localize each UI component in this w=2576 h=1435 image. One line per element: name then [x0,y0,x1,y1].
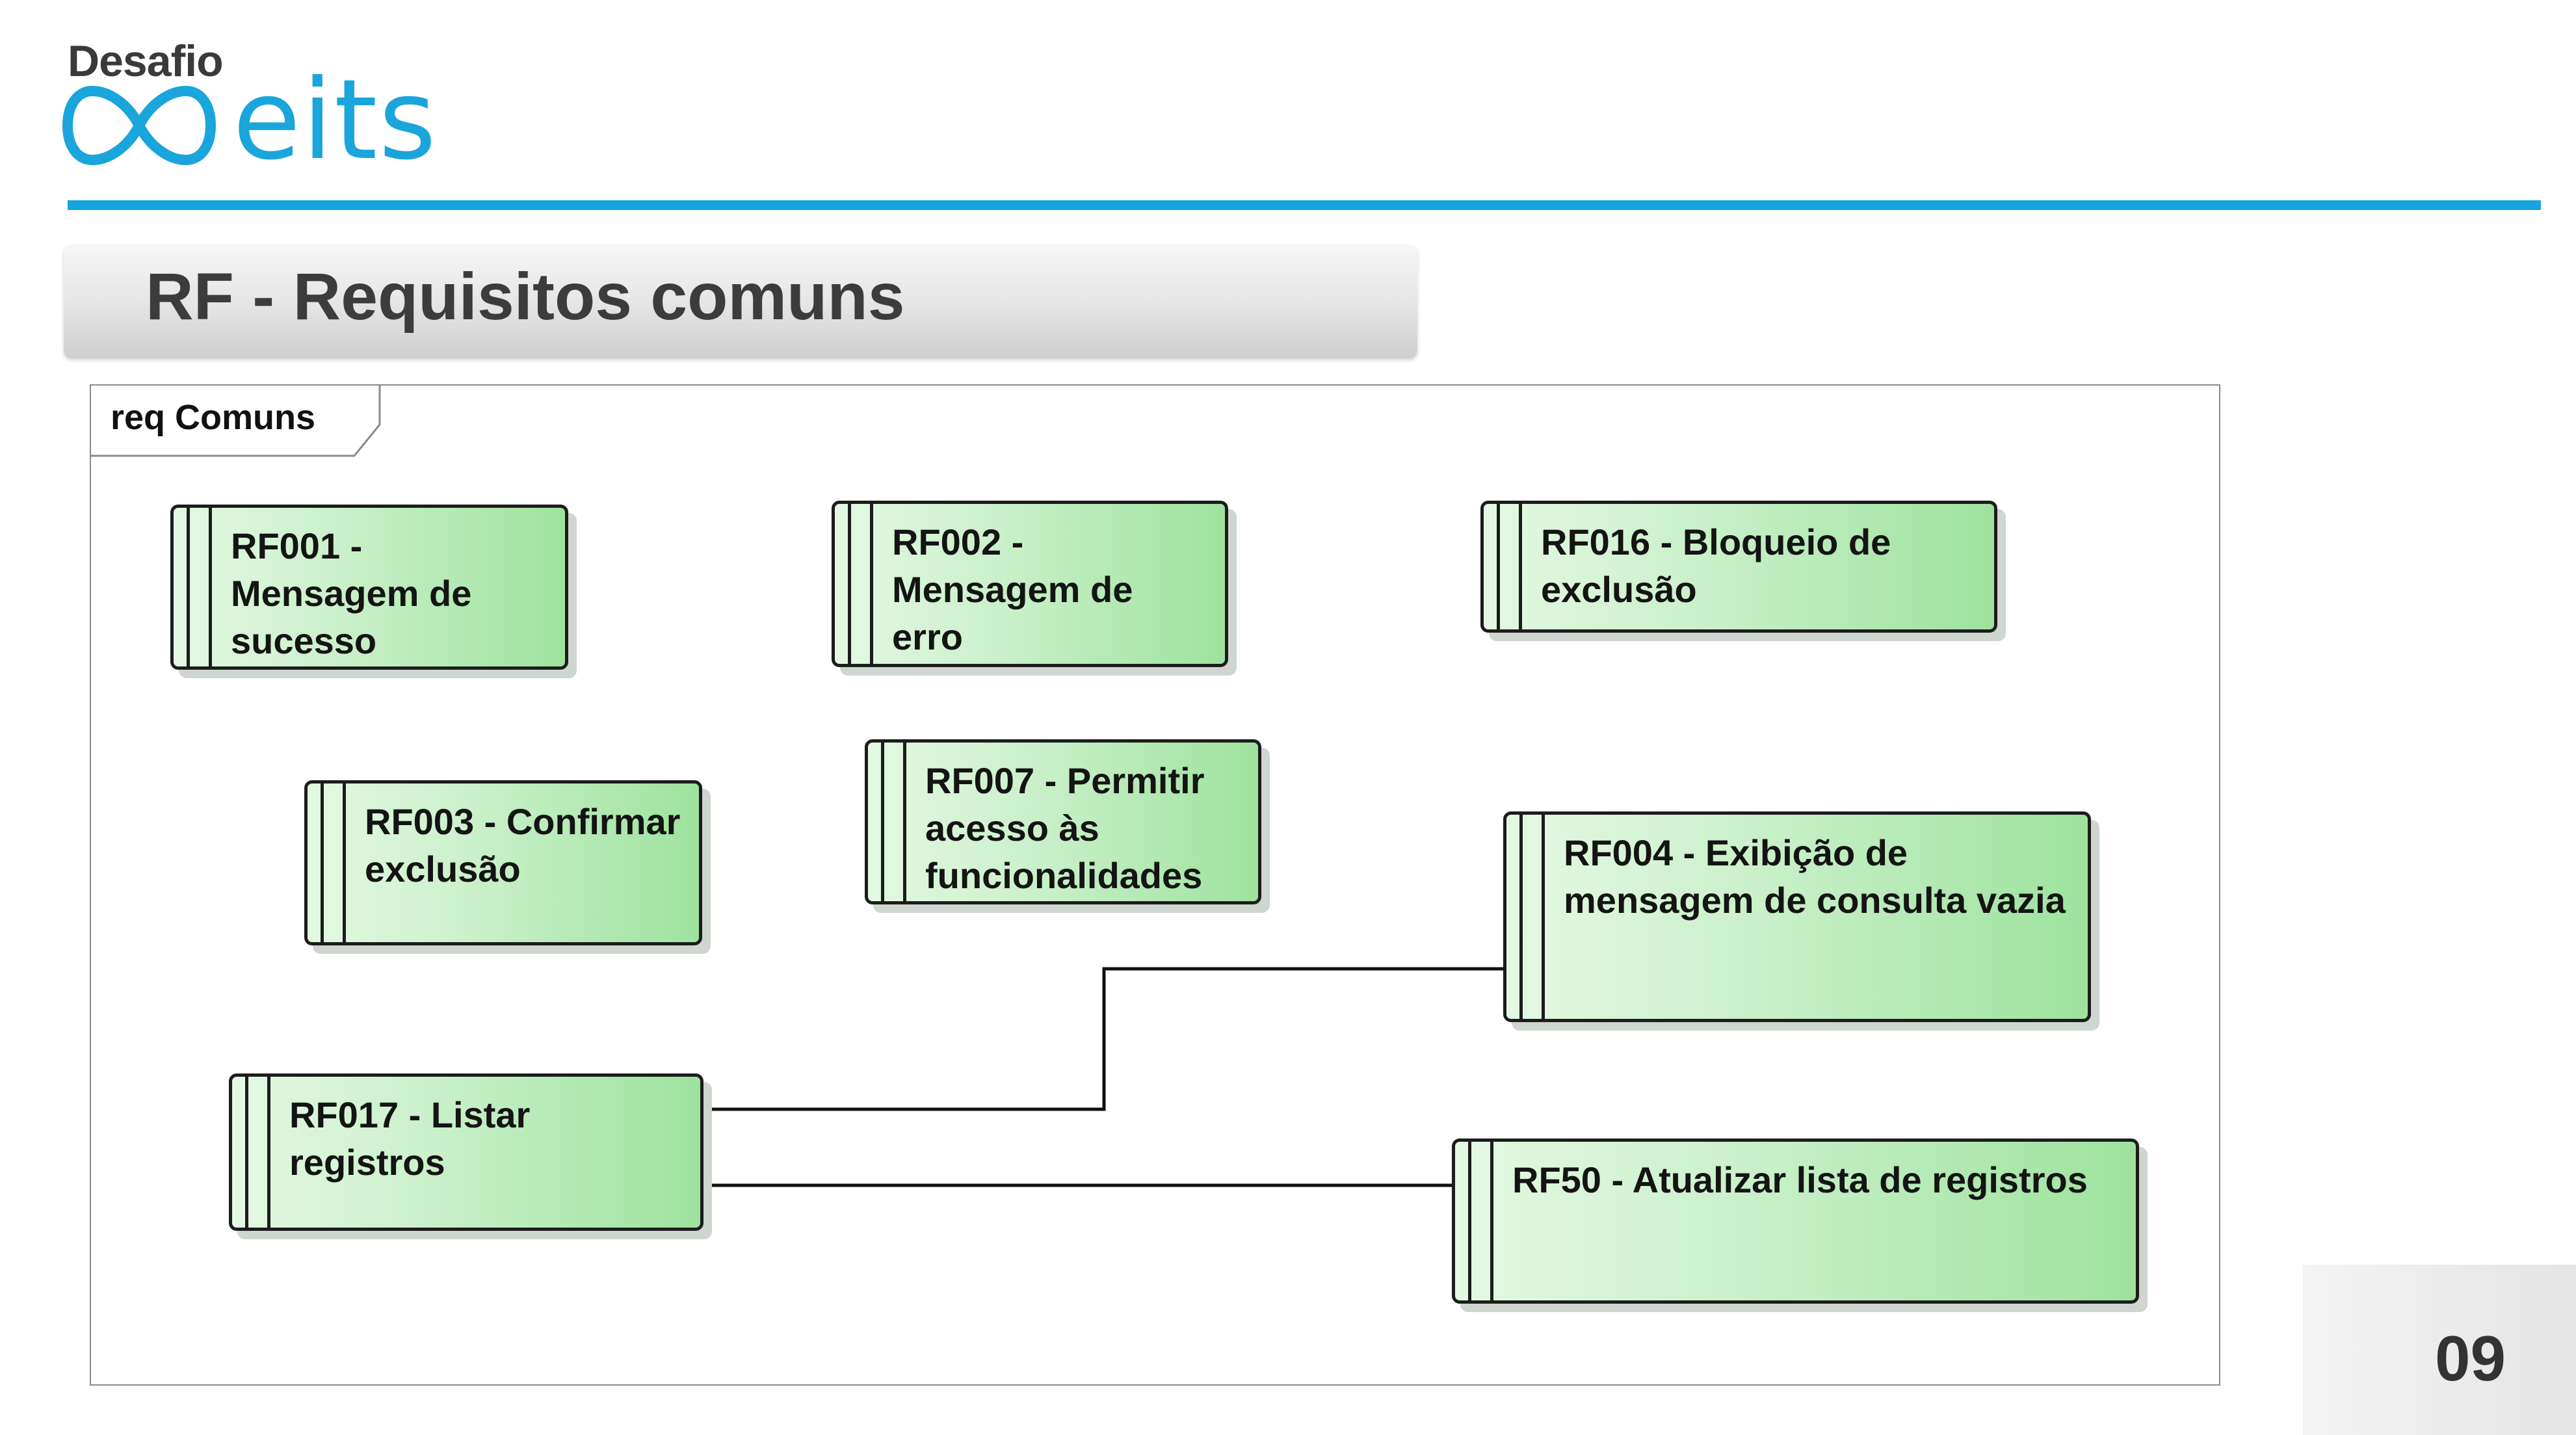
requirement-bar [1497,504,1500,629]
requirement-rf016[interactable]: RF016 - Bloqueio de exclusão [1480,501,1997,633]
requirement-bar [1542,815,1545,1019]
requirement-rf002[interactable]: RF002 - Mensagem de erro [832,501,1228,667]
header-divider [68,200,2541,210]
requirement-bar [321,783,324,942]
page-number-box: 09 [2303,1265,2576,1435]
requirement-rf50[interactable]: RF50 - Atualizar lista de registros [1452,1139,2139,1304]
page-title: RF - Requisitos comuns [146,259,905,334]
requirement-bar [343,783,346,942]
requirement-bar [903,743,906,901]
requirement-rf004[interactable]: RF004 - Exibição de mensagem de consulta… [1503,811,2091,1022]
diagram-connectors [703,967,1503,1187]
requirement-bar [267,1077,270,1228]
requirement-rf017[interactable]: RF017 - Listar registros [229,1073,703,1231]
connector-rf017-rf004 [703,967,1503,1111]
requirement-bar [245,1077,248,1228]
requirement-bar [1468,1142,1471,1300]
brand-logo: eits [62,65,438,176]
requirement-bar [1519,815,1523,1019]
requirement-bar [881,743,884,901]
requirement-label: RF002 - Mensagem de erro [892,521,1133,657]
requirement-label: RF017 - Listar registros [289,1094,531,1183]
requirement-rf001[interactable]: RF001 - Mensagem de sucesso [170,505,568,670]
requirement-rf007[interactable]: RF007 - Permitir acesso às funcionalidad… [865,739,1261,904]
title-bar: RF - Requisitos comuns [64,244,1417,358]
requirement-bar [870,504,873,664]
requirement-bar [848,504,851,664]
requirement-label: RF001 - Mensagem de sucesso [231,525,472,661]
requirement-label: RF50 - Atualizar lista de registros [1512,1159,2088,1200]
requirement-bar [1519,504,1522,629]
logo-top-text: Desafio [68,36,224,86]
requirement-bar [1490,1142,1493,1300]
requirement-bar [209,508,212,666]
infinity-icon [62,85,216,166]
frame-tab [91,386,381,457]
requirement-bar [187,508,190,666]
requirement-label: RF003 - Confirmar exclusão [365,801,681,889]
requirement-label: RF007 - Permitir acesso às funcionalidad… [925,760,1205,896]
requirement-label: RF004 - Exibição de mensagem de consulta… [1564,832,2066,921]
requirement-rf003[interactable]: RF003 - Confirmar exclusão [304,780,702,945]
requirement-label: RF016 - Bloqueio de exclusão [1541,521,1891,610]
page-number: 09 [2434,1323,2506,1394]
brand-wordmark: eits [233,56,438,185]
diagram-frame: req Comuns RF001 - Mensagem de sucesso R… [90,384,2220,1386]
diagram-frame-label: req Comuns [111,398,316,437]
